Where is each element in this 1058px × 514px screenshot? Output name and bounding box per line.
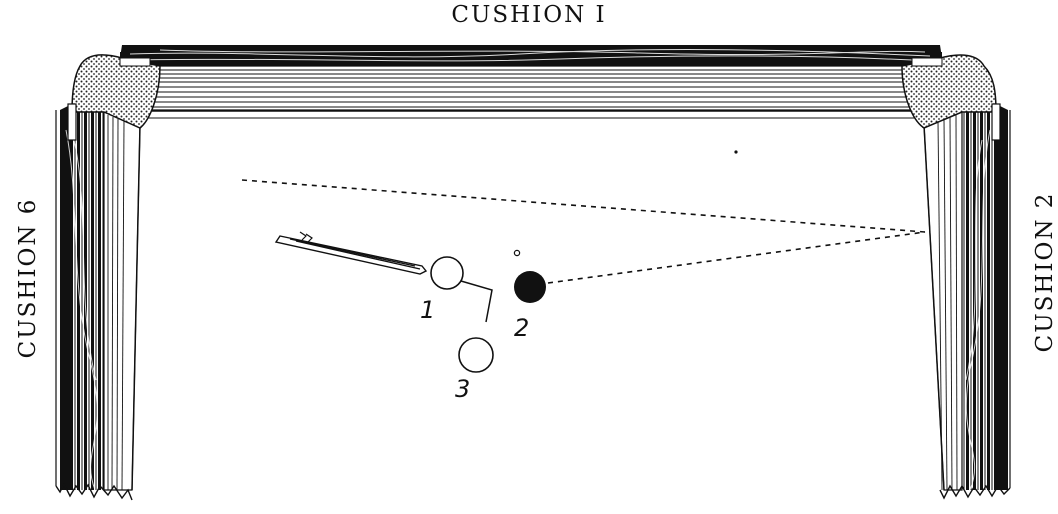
ball-1-label: 1 xyxy=(420,296,435,324)
ball-2 xyxy=(513,249,546,303)
ball-1 xyxy=(430,256,464,290)
top-rail xyxy=(98,45,959,119)
ball-1-deflection-marker xyxy=(460,280,493,323)
cushion-2-label: CUSHION 2 xyxy=(1032,191,1058,353)
ball-2-label: 2 xyxy=(514,314,529,342)
left-rail xyxy=(55,104,141,501)
corner-pocket-left xyxy=(67,54,161,141)
cue-stick xyxy=(274,231,428,275)
ball-3-label: 3 xyxy=(455,375,470,403)
shot-path xyxy=(241,179,926,284)
ball-2-path-line xyxy=(547,231,926,284)
return-path-line xyxy=(241,179,926,233)
right-rail xyxy=(923,104,1011,500)
cushion-6-label: CUSHION 6 xyxy=(15,197,41,359)
corner-pocket-right xyxy=(119,54,1001,141)
cushion-1-label: CUSHION I xyxy=(451,2,607,28)
ball-3 xyxy=(458,337,494,373)
